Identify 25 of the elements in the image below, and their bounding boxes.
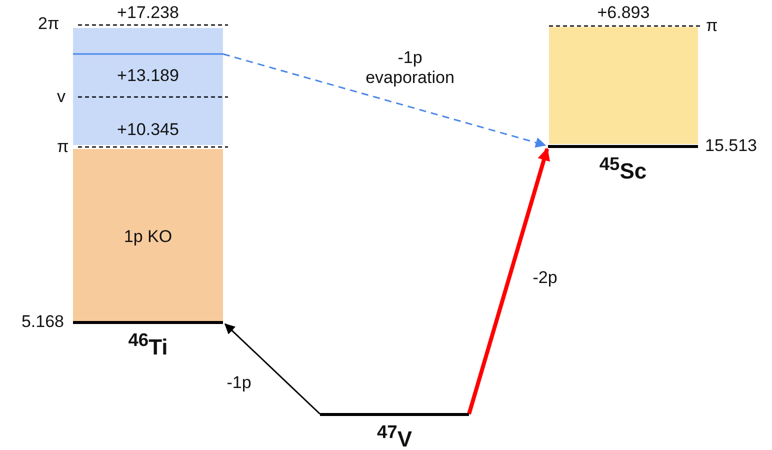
energy-value: +13.189 [116,66,180,86]
edge-label: -1p [226,373,252,393]
isotope-label: $^{45}$Sc [598,152,648,184]
energy-value: +17.238 [116,3,180,23]
edge-label: -1p evaporation [364,48,456,88]
threshold-label: π [706,16,718,36]
energy-value: +10.345 [116,120,180,140]
edge-label: -2p [532,268,558,288]
threshold-label: 2π [38,14,60,34]
energy-value: 5.168 [20,312,64,332]
energy-value: +6.893 [596,3,651,23]
energy-value: 15.513 [705,136,757,156]
energy-band [73,28,223,145]
energy-band [73,149,223,321]
arrow [224,323,321,415]
energy-value: 1p KO [122,227,174,247]
ground-level-line [320,413,469,447]
arrow [222,53,546,148]
ground-level-line [73,321,223,355]
isotope-label: $^{47}$V [376,420,414,450]
threshold-label: π [57,137,69,157]
energy-band [549,27,698,144]
threshold-label: v [57,87,66,107]
arrow [467,148,550,415]
isotope-label: $^{46}$Ti [127,328,169,360]
